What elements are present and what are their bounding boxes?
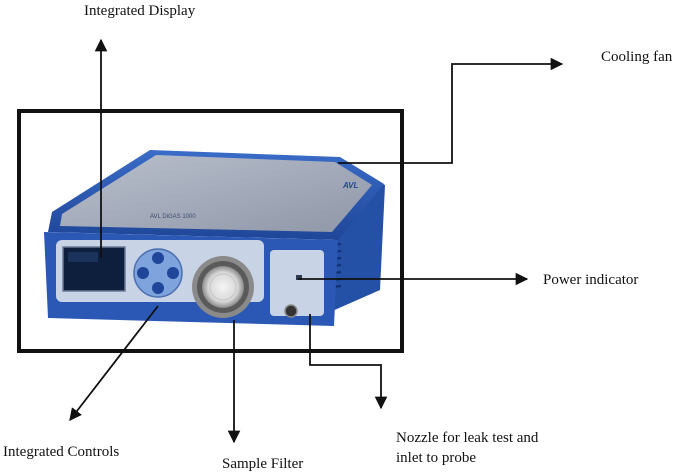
control-left-button xyxy=(137,267,149,279)
label-sample-filter: Sample Filter xyxy=(222,456,304,472)
label-integrated-display: Integrated Display xyxy=(84,3,196,19)
power-indicator-led xyxy=(296,275,302,280)
label-nozzle: Nozzle for leak test and inlet to probe xyxy=(396,428,538,468)
control-down-button xyxy=(152,282,164,294)
integrated-controls-pad xyxy=(133,248,183,298)
arrow-nozzle xyxy=(309,314,388,410)
display-glare xyxy=(68,252,98,262)
label-power-indicator: Power indicator xyxy=(543,272,639,288)
label-nozzle-line-2: inlet to probe xyxy=(396,450,476,466)
sample-filter xyxy=(192,256,254,318)
device-model-label: AVL DiGAS 1000 xyxy=(150,214,196,220)
arrow-cooling-fan xyxy=(338,57,564,164)
nozzle-inlet xyxy=(284,304,298,318)
label-cooling-fan: Cooling fan xyxy=(601,49,673,65)
label-nozzle-line-1: Nozzle for leak test and xyxy=(396,430,539,446)
device-top-panel xyxy=(60,155,372,232)
label-integrated-controls: Integrated Controls xyxy=(3,444,120,460)
control-up-button xyxy=(152,252,164,264)
control-right-button xyxy=(167,267,179,279)
arrow-integrated-controls xyxy=(69,305,159,421)
device-brand-logo: AVL xyxy=(342,181,359,190)
side-panel xyxy=(270,250,324,316)
photo-frame xyxy=(17,109,404,353)
